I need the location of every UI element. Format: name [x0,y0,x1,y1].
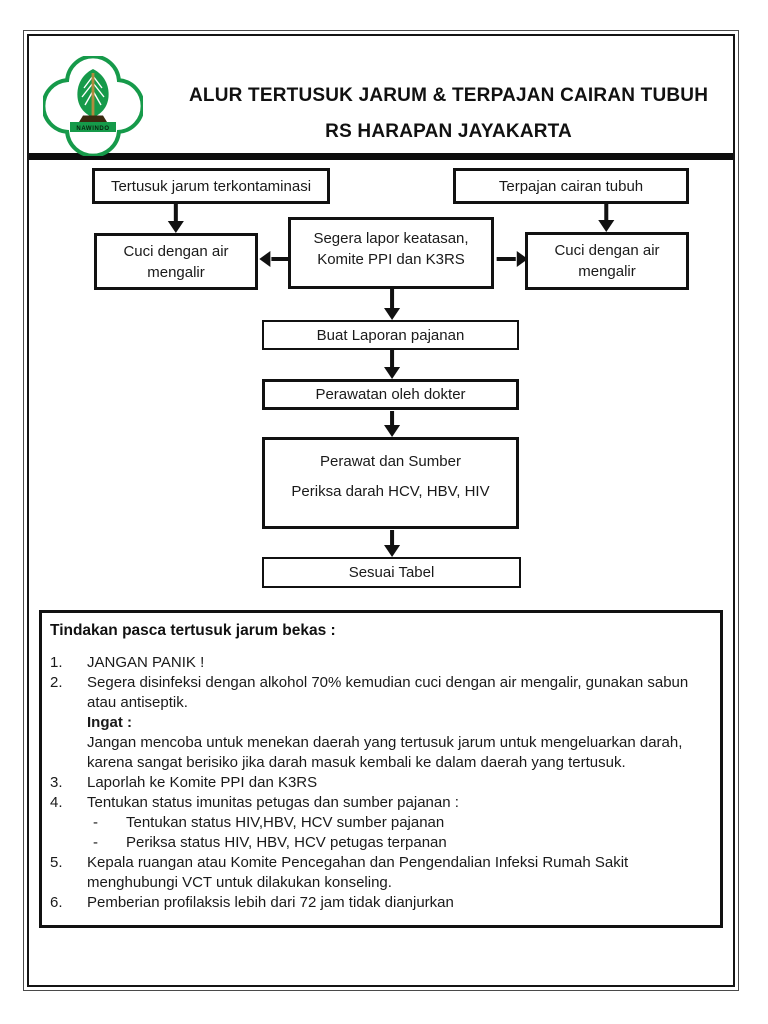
note-item-1: 1. JANGAN PANIK ! [50,653,708,673]
document-title: ALUR TERTUSUK JARUM & TERPAJAN CAIRAN TU… [189,85,709,106]
arrow-laporan-to-perawatan [384,350,401,379]
note-item-number: 6. [50,894,63,911]
flow-node-label: Buat Laporan pajanan [316,326,465,344]
flow-node-label: Terpajan cairan tubuh [498,177,644,195]
note-item-number: 3. [50,774,63,791]
flow-node-cuci-right: Cuci dengan air mengalir [525,232,689,290]
bottom-whitespace [29,928,733,985]
flow-node-segera-lapor: Segera lapor keatasan, Komite PPI dan K3… [288,217,494,289]
arrow-perawatan-to-periksa [384,411,401,437]
arrow-lapor-to-cuci-right [496,251,528,267]
arrow-lapor-to-laporan [384,289,401,320]
note-item-warning-text: Jangan mencoba untuk menekan daerah yang… [87,734,683,771]
flow-node-periksa-darah: Perawat dan Sumber Periksa darah HCV, HB… [262,437,519,529]
flow-node-label-line1: Perawat dan Sumber [320,453,461,470]
arrow-lapor-to-cuci-left [259,251,289,267]
notes-heading: Tindakan pasca tertusuk jarum bekas : [50,622,336,639]
note-item-text: Laporlah ke Komite PPI dan K3RS [87,774,318,791]
hospital-logo: NAWINDO [29,36,189,156]
page-inner-border: NAWINDO ALUR TERTUSUK JARUM & TERPAJAN C… [27,34,735,987]
logo-leaf-veins [81,75,105,106]
note-subitem-dash: - [93,814,98,831]
flow-node-label-line1: Segera lapor keatasan, [313,230,469,247]
arrow-periksa-to-sesuai [384,530,401,557]
note-item-number: 4. [50,794,63,811]
flow-node-tertusuk-jarum: Tertusuk jarum terkontaminasi [92,168,330,204]
note-subitem-text: Periksa status HIV, HBV, HCV petugas ter… [126,834,447,851]
arrow-tertusuk-to-cuci-left [167,202,184,233]
note-item-text: JANGAN PANIK ! [87,654,205,671]
logo-tree-trunk [91,73,95,118]
note-subitem-dash: - [93,834,98,851]
flow-node-label-line2: Periksa darah HCV, HBV, HIV [291,483,490,500]
notes-box: Tindakan pasca tertusuk jarum bekas : 1.… [39,610,723,928]
note-item-6: 6. Pemberian profilaksis lebih dari 72 j… [50,893,708,913]
flow-node-cuci-left: Cuci dengan air mengalir [94,233,258,290]
note-subitem-1: - Tentukan status HIV,HBV, HCV sumber pa… [87,813,708,833]
note-item-text: Tentukan status imunitas petugas dan sum… [87,794,459,811]
hospital-name: RS HARAPAN JAYAKARTA [325,121,572,142]
flow-node-label-line1: Cuci dengan air [554,242,660,259]
note-item-4: 4. Tentukan status imunitas petugas dan … [50,793,708,853]
header-divider-bar [29,153,733,160]
note-item-warning-label: Ingat : [87,714,132,731]
flow-node-terpajan-cairan: Terpajan cairan tubuh [453,168,689,204]
note-item-number: 1. [50,654,63,671]
note-item-2: 2. Segera disinfeksi dengan alkohol 70% … [50,673,708,773]
flow-node-label-line2: Komite PPI dan K3RS [317,251,465,268]
flowchart: Tertusuk jarum terkontaminasi Terpajan c… [29,160,733,606]
flow-node-label-line2: mengalir [147,263,205,281]
flow-node-sesuai-tabel: Sesuai Tabel [262,557,521,588]
flow-node-label: Sesuai Tabel [348,564,435,581]
note-item-number: 5. [50,854,63,871]
logo-banner [70,122,116,132]
note-item-text: Kepala ruangan atau Komite Pencegahan da… [87,854,629,891]
note-subitem-2: - Periksa status HIV, HBV, HCV petugas t… [87,833,708,853]
note-subitem-text: Tentukan status HIV,HBV, HCV sumber paja… [126,814,445,831]
logo-banner-label: NAWINDO [76,126,109,132]
note-item-text: Segera disinfeksi dengan alkohol 70% kem… [87,674,689,711]
flow-node-buat-laporan: Buat Laporan pajanan [262,320,519,350]
flowchart-arrows [167,199,615,557]
note-item-5: 5. Kepala ruangan atau Komite Pencegahan… [50,853,708,893]
note-item-text: Pemberian profilaksis lebih dari 72 jam … [87,894,454,911]
note-item-number: 2. [50,674,63,691]
note-item-body: Segera disinfeksi dengan alkohol 70% kem… [87,673,708,773]
flow-node-label-line2: mengalir [578,263,636,280]
header-titles: ALUR TERTUSUK JARUM & TERPAJAN CAIRAN TU… [189,36,733,153]
note-item-3: 3. Laporlah ke Komite PPI dan K3RS [50,773,708,793]
flow-node-label-line1: Cuci dengan air [123,242,229,260]
flow-node-label: Perawatan oleh dokter [315,386,466,403]
document-header: NAWINDO ALUR TERTUSUK JARUM & TERPAJAN C… [29,36,733,156]
page-frame: NAWINDO ALUR TERTUSUK JARUM & TERPAJAN C… [23,30,739,991]
logo-tree-base [79,115,107,122]
nawindo-logo-icon: NAWINDO [43,56,143,156]
note-item-body: Tentukan status imunitas petugas dan sum… [87,793,708,853]
flow-node-label: Tertusuk jarum terkontaminasi [110,177,312,195]
flow-node-perawatan-dokter: Perawatan oleh dokter [262,379,519,410]
